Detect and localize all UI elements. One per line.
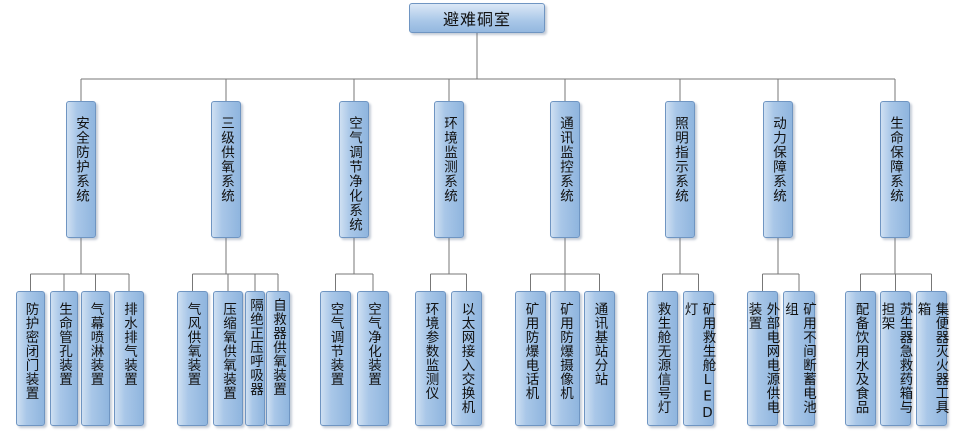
system-label: 三级供氧系统 — [218, 116, 234, 203]
system-node-environment: 环境监测系统 — [434, 101, 464, 238]
device-node: 苏生器急救药箱与担架 — [878, 291, 913, 426]
device-node: 配备饮用水及食品 — [845, 291, 876, 426]
device-label: 外部电网电源供电装置 — [745, 302, 780, 414]
device-node: 矿用不间断蓄电池组 — [782, 291, 816, 426]
system-label: 照明指示系统 — [672, 116, 688, 203]
device-label: 生命管孔装置 — [56, 302, 72, 386]
device-label: 排水排气装置 — [121, 302, 137, 386]
root-node: 避难硐室 — [409, 3, 545, 33]
system-label: 安全防护系统 — [73, 116, 89, 203]
device-node: 环境参数监测仪 — [415, 291, 446, 426]
system-node-communication: 通讯监控系统 — [550, 101, 580, 238]
device-node: 空气净化装置 — [357, 291, 389, 426]
device-label: 气幕喷淋装置 — [87, 302, 104, 386]
system-node-oxygen: 三级供氧系统 — [211, 101, 241, 238]
system-label: 通讯监控系统 — [557, 116, 573, 203]
system-label: 生命保障系统 — [887, 116, 903, 203]
device-label: 矿用不间断蓄电池组 — [782, 302, 816, 414]
device-label: 自救器供氧装置 — [270, 298, 286, 396]
system-node-safety: 安全防护系统 — [66, 101, 96, 238]
device-node: 生命管孔装置 — [50, 291, 78, 426]
system-label: 空气调节净化系统 — [346, 116, 362, 232]
device-label: 空气净化装置 — [365, 302, 381, 386]
system-label: 环境监测系统 — [441, 116, 457, 203]
device-label: 集便器灭火器工具箱 — [914, 302, 949, 414]
device-label: 压缩氧供氧装置 — [220, 302, 236, 400]
system-node-lighting: 照明指示系统 — [665, 101, 695, 238]
device-node: 救生舱无源信号灯 — [647, 291, 678, 426]
device-label: 气风供氧装置 — [184, 302, 201, 386]
device-node: 压缩氧供氧装置 — [213, 291, 243, 426]
device-label: 配备饮用水及食品 — [852, 302, 869, 414]
device-label: 矿用防爆电话机 — [522, 302, 539, 400]
device-node: 矿用防爆摄像机 — [550, 291, 580, 426]
device-node: 隔绝正压呼吸器 — [245, 291, 265, 426]
device-label: 苏生器急救药箱与担架 — [878, 302, 913, 414]
device-label: 环境参数监测仪 — [422, 302, 439, 400]
device-label: 矿用防爆摄像机 — [557, 302, 573, 400]
device-label: 隔绝正压呼吸器 — [247, 298, 263, 396]
system-label: 动力保障系统 — [770, 116, 786, 203]
device-node: 空气调节装置 — [320, 291, 351, 426]
root-label: 避难硐室 — [442, 10, 511, 29]
system-node-air: 空气调节净化系统 — [339, 101, 369, 238]
device-label: 救生舱无源信号灯 — [654, 302, 671, 414]
device-label: 通讯基站分站 — [591, 302, 608, 386]
device-node: 自救器供氧装置 — [266, 291, 290, 426]
system-node-power: 动力保障系统 — [763, 101, 793, 238]
device-node: 以太网接入交换机 — [451, 291, 482, 426]
device-node: 外部电网电源供电装置 — [745, 291, 780, 426]
device-label: 空气调节装置 — [327, 302, 344, 386]
device-node: 矿用救生舱LED灯 — [681, 291, 716, 426]
device-node: 通讯基站分站 — [584, 291, 615, 426]
device-node: 排水排气装置 — [114, 291, 144, 426]
device-node: 矿用防爆电话机 — [515, 291, 546, 426]
system-node-life: 生命保障系统 — [880, 101, 910, 238]
device-node: 集便器灭火器工具箱 — [914, 291, 949, 426]
device-label: 以太网接入交换机 — [458, 302, 475, 414]
device-label: 防护密闭门装置 — [22, 302, 39, 400]
device-node: 气幕喷淋装置 — [81, 291, 110, 426]
device-node: 气风供氧装置 — [177, 291, 208, 426]
device-label: 矿用救生舱LED灯 — [681, 302, 716, 422]
device-node: 防护密闭门装置 — [16, 291, 45, 426]
